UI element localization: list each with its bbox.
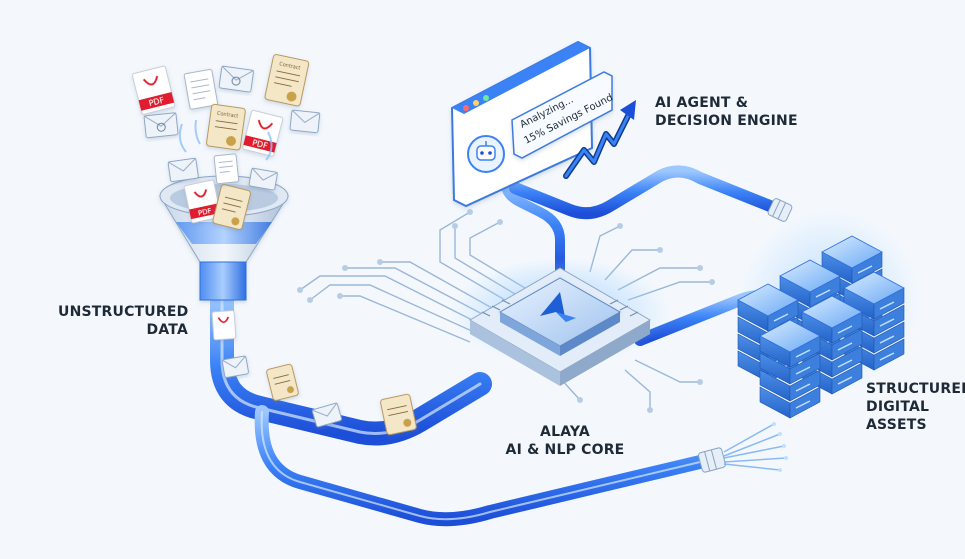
pdf-label: PDF bbox=[251, 138, 269, 151]
pipe-connector-bottom bbox=[697, 447, 727, 473]
pdf-label: PDF bbox=[197, 207, 212, 218]
contract-label: Contract bbox=[217, 111, 239, 120]
email-envelope-icon bbox=[311, 402, 342, 428]
trend-up-arrow-icon bbox=[563, 100, 636, 179]
email-envelope-icon bbox=[218, 65, 254, 93]
structured-data-servers bbox=[737, 235, 905, 419]
contract-scroll-icon bbox=[380, 393, 417, 436]
contract-scroll-icon bbox=[266, 363, 299, 401]
pipe-connector-top bbox=[767, 198, 793, 222]
unstructured-data-label: UNSTRUCTURED DATA bbox=[58, 304, 189, 338]
contract-scroll-icon: Contract bbox=[264, 54, 310, 107]
pdf-document-icon bbox=[211, 310, 237, 341]
contract-scroll-icon bbox=[212, 184, 251, 230]
motion-lines bbox=[178, 119, 273, 161]
structured-assets-label: STRUCTURED DIGITAL ASSETS bbox=[866, 381, 965, 433]
pdf-label: PDF bbox=[148, 96, 166, 109]
server-stack-icon bbox=[759, 319, 821, 419]
robot-avatar-icon bbox=[467, 135, 505, 173]
fiber-sparks bbox=[772, 422, 788, 472]
contract-scroll-icon: Contract bbox=[206, 103, 246, 151]
email-envelope-icon bbox=[248, 167, 278, 191]
fiber-bundle bbox=[723, 423, 787, 471]
text-page-icon bbox=[213, 153, 240, 185]
circuit-nodes bbox=[297, 209, 715, 413]
email-envelope-icon bbox=[221, 355, 249, 378]
ai-core-label: ALAYA AI & NLP CORE bbox=[505, 424, 625, 458]
email-envelope-icon bbox=[167, 157, 199, 183]
text-page-icon bbox=[183, 68, 219, 110]
pdf-document-icon: PDF bbox=[183, 179, 222, 224]
ai-chip-icon bbox=[450, 258, 670, 386]
email-envelope-icon bbox=[289, 109, 321, 134]
ai-agent-label: AI AGENT & DECISION ENGINE bbox=[655, 95, 798, 129]
pdf-document-icon: PDF bbox=[242, 109, 284, 157]
email-envelope-icon bbox=[143, 112, 179, 139]
contract-label: Contract bbox=[279, 61, 301, 71]
pdf-document-icon: PDF bbox=[131, 65, 176, 115]
